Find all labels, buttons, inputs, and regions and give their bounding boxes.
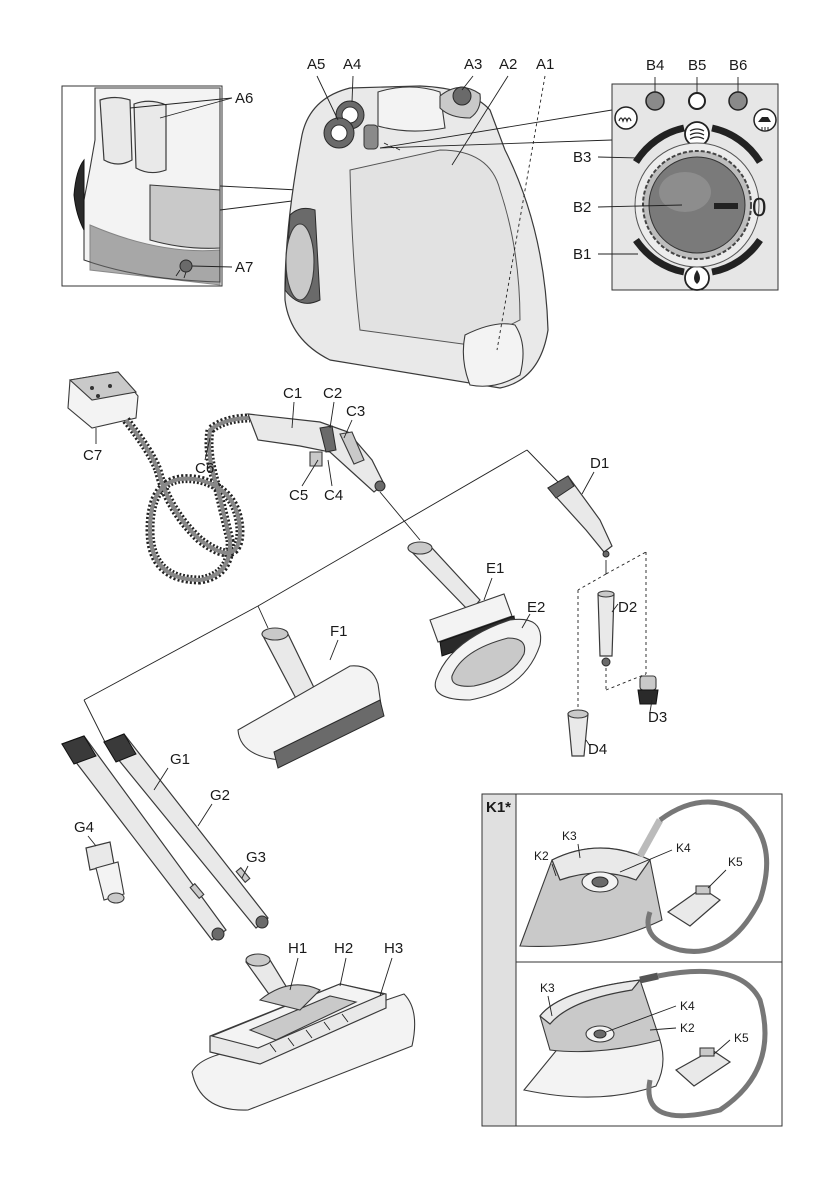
label-e1: E1	[486, 560, 504, 577]
label-k1: K1*	[486, 799, 511, 816]
label-h1: H1	[288, 940, 307, 957]
label-b2: B2	[573, 199, 591, 216]
label-a3: A3	[464, 56, 482, 73]
label-a7: A7	[235, 259, 253, 276]
steam-unit	[285, 86, 548, 388]
label-b4: B4	[646, 57, 664, 74]
label-h2: H2	[334, 940, 353, 957]
label-c6: C6	[195, 460, 214, 477]
label-f1: F1	[330, 623, 348, 640]
label-d4: D4	[588, 741, 607, 758]
label-a6: A6	[235, 90, 253, 107]
window-nozzle	[238, 628, 384, 768]
label-k2-bottom: K2	[680, 1021, 695, 1035]
label-c3: C3	[346, 403, 365, 420]
label-k5-top: K5	[728, 855, 743, 869]
iron-steam-icon	[754, 109, 776, 131]
label-g2: G2	[210, 787, 230, 804]
inset-a6-a7	[62, 86, 222, 286]
label-k4-top: K4	[676, 841, 691, 855]
label-c7: C7	[83, 447, 102, 464]
nozzle-tip	[568, 710, 588, 756]
round-brush	[638, 676, 658, 704]
label-e2: E2	[527, 599, 545, 616]
steam-icon	[685, 122, 709, 146]
extension-tubes	[62, 734, 268, 940]
iron-accessory-box: K1* K2 K3 K4 K5	[482, 794, 782, 1126]
steam-hose	[68, 372, 385, 580]
hand-brush	[408, 542, 541, 700]
heating-coil-icon	[615, 107, 637, 129]
label-a1: A1	[536, 56, 554, 73]
label-c4: C4	[324, 487, 343, 504]
tube-clip	[86, 842, 124, 903]
extension-tube	[598, 591, 614, 666]
label-k5-bottom: K5	[734, 1031, 749, 1045]
label-b3: B3	[573, 149, 591, 166]
label-k3-bottom: K3	[540, 981, 555, 995]
water-drop-icon	[685, 266, 709, 290]
label-c2: C2	[323, 385, 342, 402]
label-d1: D1	[590, 455, 609, 472]
label-g4: G4	[74, 819, 94, 836]
label-c5: C5	[289, 487, 308, 504]
jet-nozzle	[548, 476, 612, 557]
control-panel: 0	[612, 84, 778, 290]
label-d2: D2	[618, 599, 637, 616]
label-k2-top: K2	[534, 849, 549, 863]
label-k3-top: K3	[562, 829, 577, 843]
label-g3: G3	[246, 849, 266, 866]
label-c1: C1	[283, 385, 302, 402]
label-b-zero: 0	[752, 192, 766, 222]
label-b6: B6	[729, 57, 747, 74]
label-d3: D3	[648, 709, 667, 726]
label-a4: A4	[343, 56, 361, 73]
label-a5: A5	[307, 56, 325, 73]
floor-nozzle	[192, 954, 415, 1110]
label-k4-bottom: K4	[680, 999, 695, 1013]
label-b5: B5	[688, 57, 706, 74]
label-a2: A2	[499, 56, 517, 73]
label-b1: B1	[573, 246, 591, 263]
label-h3: H3	[384, 940, 403, 957]
label-g1: G1	[170, 751, 190, 768]
